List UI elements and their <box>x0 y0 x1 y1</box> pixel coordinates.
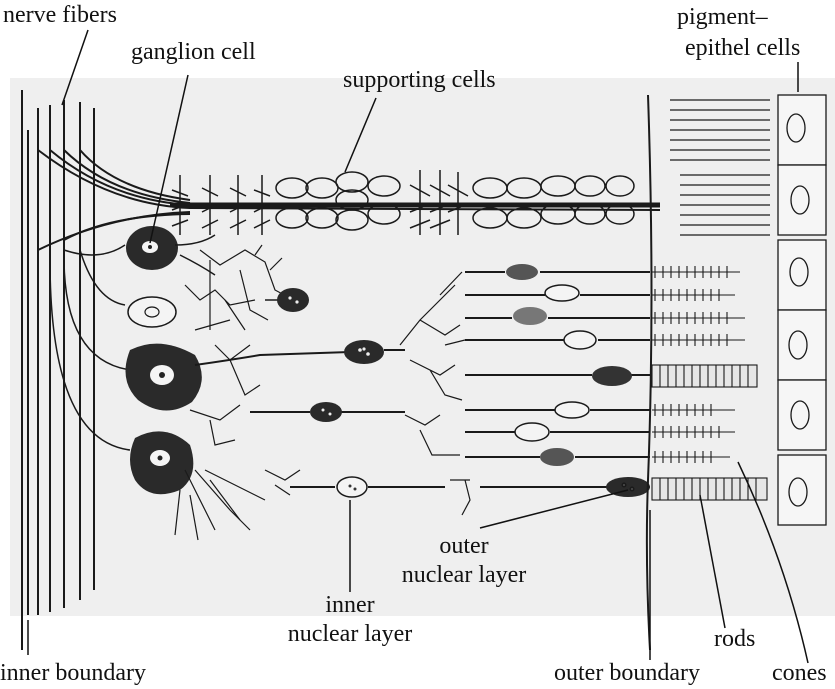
label-cones: cones <box>772 660 827 686</box>
label-pigment-line1: pigment– <box>677 4 769 30</box>
label-outer-nuclear-line1: outer <box>439 533 488 559</box>
label-inner-nuclear-line2: nuclear layer <box>288 621 413 647</box>
label-ganglion-cell: ganglion cell <box>131 39 256 65</box>
label-outer-nuclear-line2: nuclear layer <box>402 562 527 588</box>
label-inner-boundary: inner boundary <box>0 660 146 686</box>
label-pigment-line2: epithel cells <box>685 35 800 61</box>
drawing-paper <box>10 78 835 616</box>
epithel-cells-column <box>778 95 826 525</box>
label-outer-boundary: outer boundary <box>554 660 700 686</box>
label-nerve-fibers: nerve fibers <box>3 2 117 28</box>
label-rods: rods <box>714 626 755 652</box>
label-supporting-cells: supporting cells <box>343 67 496 93</box>
label-inner-nuclear-line1: inner <box>325 592 374 618</box>
